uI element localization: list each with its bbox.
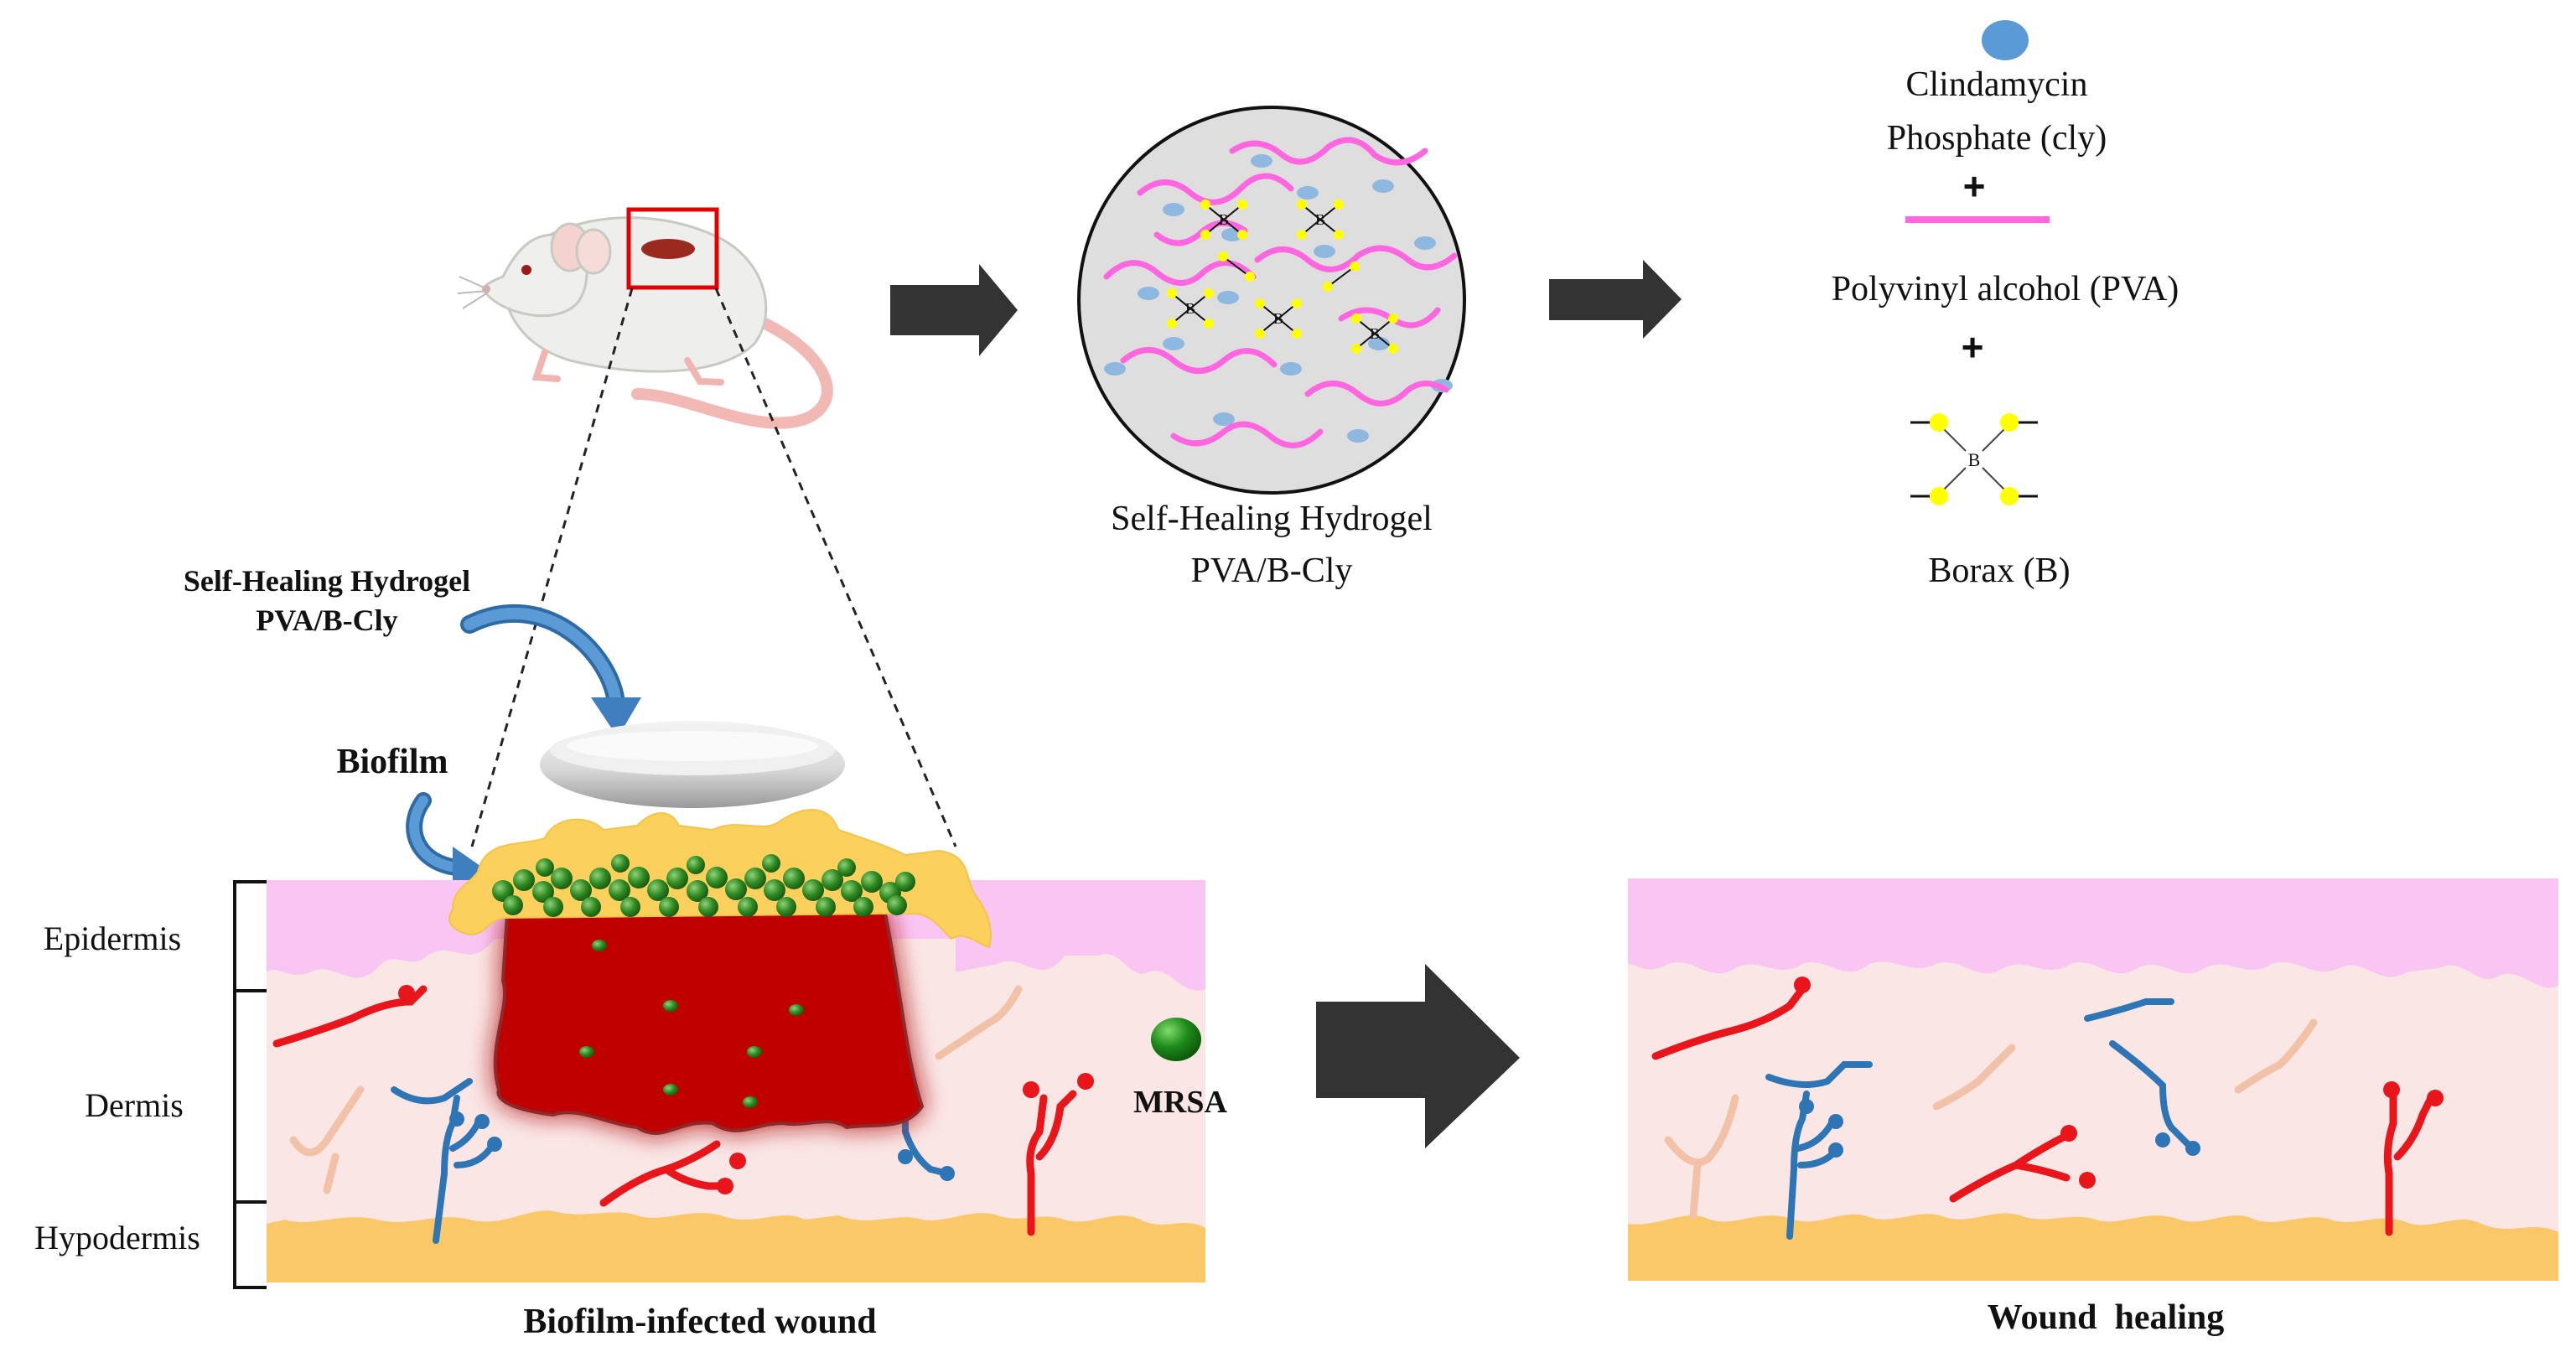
network-boron-symbol: B	[1273, 310, 1283, 327]
clindamycin-label-line2: Phosphate (cly)	[1887, 119, 2107, 158]
wound-highlight-box	[626, 207, 719, 290]
curved-arrow-to-hydrogel	[460, 604, 641, 738]
dermis-label: Dermis	[85, 1086, 184, 1124]
plus-sign-1: +	[1963, 164, 1986, 208]
network-boron-symbol: B	[1370, 325, 1380, 342]
biofilm-layer	[448, 809, 992, 949]
arrow-right-2	[1549, 260, 1682, 339]
mrsa-label: MRSA	[1133, 1085, 1227, 1120]
hydrogel-caption-line1: Self-Healing Hydrogel	[1111, 500, 1433, 538]
network-boron-symbol: B	[1315, 211, 1325, 228]
skin-layer-bracket	[233, 880, 267, 1289]
wound-healing-caption: Wound healing	[1988, 1298, 2224, 1337]
network-boron-symbol: B	[1219, 211, 1229, 228]
hypodermis-label: Hypodermis	[34, 1219, 200, 1256]
plus-sign-2: +	[1962, 325, 1984, 369]
applied-hydrogel-label-line1: Self-Healing Hydrogel	[184, 564, 470, 598]
mrsa-icon	[1151, 1018, 1201, 1061]
borax-label: Borax (B)	[1928, 552, 2070, 590]
hydrogel-disc	[540, 721, 845, 808]
mouse-illustration	[457, 216, 833, 429]
arrow-right-1	[890, 264, 1018, 356]
hydrogel-caption-line2: PVA/B-Cly	[1191, 552, 1353, 590]
epidermis-label: Epidermis	[44, 920, 181, 957]
network-boron-symbol: B	[1185, 300, 1195, 317]
hydrogel-network-circle: B B B B B	[1077, 106, 1466, 495]
borax-nodes: B B B B B	[1167, 199, 1398, 354]
arrow-right-healing	[1316, 964, 1520, 1148]
pva-label: Polyvinyl alcohol (PVA)	[1832, 270, 2179, 308]
healed-skin-panel	[1628, 878, 2558, 1281]
clindamycin-label-line1: Clindamycin	[1906, 65, 2088, 104]
infected-wound-caption: Biofilm-infected wound	[523, 1303, 876, 1341]
zoom-lines	[470, 288, 957, 847]
borax-boron-symbol: B	[1968, 449, 1981, 470]
pva-chains	[1103, 137, 1458, 448]
applied-hydrogel-label-line2: PVA/B-Cly	[256, 604, 397, 637]
borax-structure-icon: B	[1910, 413, 2038, 505]
wound-bed	[493, 907, 925, 1135]
curved-arrow-to-biofilm	[406, 792, 486, 891]
biofilm-label: Biofilm	[337, 743, 448, 781]
clindamycin-drug-icon	[1982, 20, 2029, 60]
drug-particles	[1104, 154, 1453, 443]
